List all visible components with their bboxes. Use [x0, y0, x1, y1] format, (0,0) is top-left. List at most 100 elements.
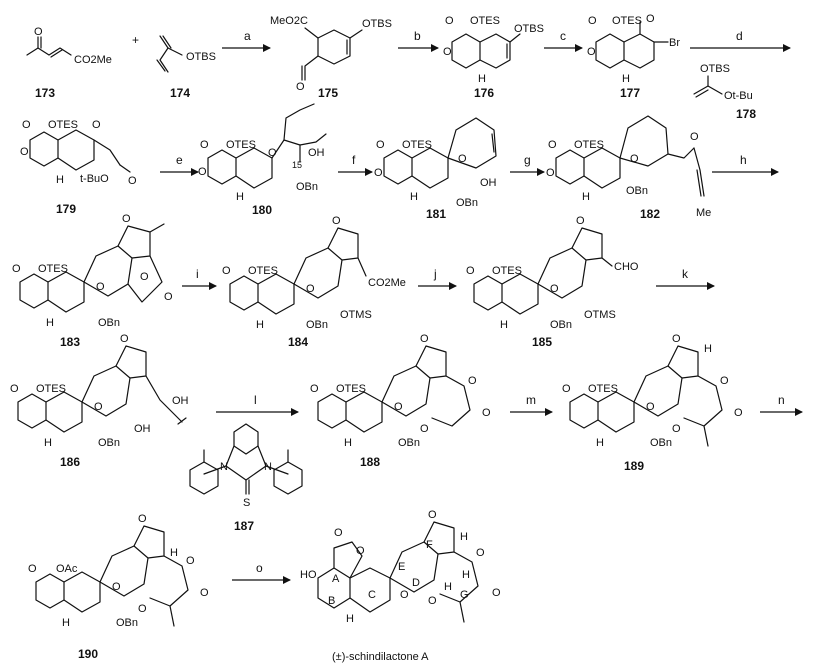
176-label-1: OTES [470, 15, 500, 27]
183-label-7: O [164, 291, 173, 303]
184-label-7: OTMS [340, 309, 372, 321]
compound-188: O OTES O O O O H OBn O 188 [310, 333, 491, 469]
186-label-7: OBn [98, 437, 120, 449]
187-id: 187 [234, 519, 254, 533]
190-label-4: H [170, 547, 178, 559]
schindilactone-label-2: A [332, 573, 340, 585]
compound-181: O OTES O O H OH OBn 181 [374, 117, 497, 221]
189-label-0: O [562, 383, 571, 395]
177-label-0: O [588, 15, 597, 27]
180-label-1: OTES [226, 139, 256, 151]
190-label-6: O [186, 555, 195, 567]
190-label-9: O [200, 587, 209, 599]
186-id: 186 [60, 455, 80, 469]
187-label-2: S [243, 497, 250, 509]
185-label-6: OBn [550, 319, 572, 331]
compound-175: MeO2C OTBS O 175 [270, 15, 392, 100]
182-label-0: O [548, 139, 557, 151]
189-label-9: O [734, 407, 743, 419]
184-label-2: O [332, 215, 341, 227]
182-label-7: Me [696, 207, 711, 219]
180-label-4: OH [308, 147, 325, 159]
190-label-2: O [138, 513, 147, 525]
185-id: 185 [532, 335, 552, 349]
187-label-0: N [220, 461, 228, 473]
181-label-5: OH [480, 177, 497, 189]
190-label-3: O [112, 581, 121, 593]
190-label-5: O [138, 603, 147, 615]
185-label-1: OTES [492, 265, 522, 277]
175-id: 175 [318, 86, 338, 100]
188-label-3: O [394, 401, 403, 413]
179-label-4: H [56, 174, 64, 186]
179-id: 179 [56, 202, 76, 216]
180-label-3: 15 [292, 160, 302, 170]
183-label-6: OBn [98, 317, 120, 329]
182-label-2: O [630, 153, 639, 165]
180-label-5: O [198, 166, 207, 178]
175-label-0: MeO2C [270, 15, 308, 27]
177-label-3: Br [669, 37, 680, 49]
179-label-5: t-BuO [80, 173, 109, 185]
176-label-3: O [443, 46, 452, 58]
183-id: 183 [60, 335, 80, 349]
186-label-4: OH [172, 395, 189, 407]
173-label-1: CO2Me [74, 54, 112, 66]
compound-183: O OTES O O O H OBn O 183 [12, 213, 173, 349]
177-label-2: O [646, 13, 655, 25]
schindilactone-label-9: C [368, 589, 376, 601]
schindilactone-label-6: F [426, 539, 433, 551]
188-id: 188 [360, 455, 380, 469]
184-label-6: OBn [306, 319, 328, 331]
184-label-1: OTES [248, 265, 278, 277]
compound-174: OTBS 174 [156, 35, 216, 100]
step-a: a [244, 29, 251, 43]
step-h: h [740, 153, 747, 167]
185-label-7: OTMS [584, 309, 616, 321]
181-label-2: O [458, 153, 467, 165]
177-label-5: H [622, 73, 630, 85]
180-label-2: O [268, 147, 277, 159]
schindilactone-label-4: E [398, 561, 405, 573]
step-o: o [256, 561, 263, 575]
182-label-3: O [690, 131, 699, 143]
184-label-0: O [222, 265, 231, 277]
181-label-1: OTES [402, 139, 432, 151]
181-id: 181 [426, 207, 446, 221]
188-label-0: O [310, 383, 319, 395]
179-label-0: O [22, 119, 31, 131]
185-label-4: CHO [614, 261, 639, 273]
177-label-1: OTES [612, 15, 642, 27]
182-label-5: H [582, 191, 590, 203]
186-label-1: OTES [36, 383, 66, 395]
174-label-0: OTBS [186, 51, 216, 63]
178-label-1: Ot-Bu [724, 90, 753, 102]
190-label-7: H [62, 617, 70, 629]
schindilactone-label-16: O [476, 547, 485, 559]
189-label-7: H [596, 437, 604, 449]
185-label-2: O [576, 215, 585, 227]
schindilactone-label-10: D [412, 577, 420, 589]
188-label-8: O [482, 407, 491, 419]
175-label-2: O [296, 81, 305, 93]
175-label-1: OTBS [362, 18, 392, 30]
schindilactone-label-14: H [462, 569, 470, 581]
184-label-4: CO2Me [368, 277, 406, 289]
188-label-4: O [420, 423, 429, 435]
181-label-4: H [410, 191, 418, 203]
compound-173: O CO2Me 173 [26, 26, 112, 100]
186-label-5: OH [134, 423, 151, 435]
180-label-0: O [200, 139, 209, 151]
181-label-0: O [376, 139, 385, 151]
188-label-2: O [420, 333, 429, 345]
173-label-0: O [34, 26, 43, 38]
189-label-3: H [704, 343, 712, 355]
step-c: c [560, 29, 566, 43]
178-id: 178 [736, 107, 756, 121]
189-id: 189 [624, 459, 644, 473]
183-label-2: O [122, 213, 131, 225]
182-id: 182 [640, 207, 660, 221]
190-label-8: OBn [116, 617, 138, 629]
188-label-7: OBn [398, 437, 420, 449]
